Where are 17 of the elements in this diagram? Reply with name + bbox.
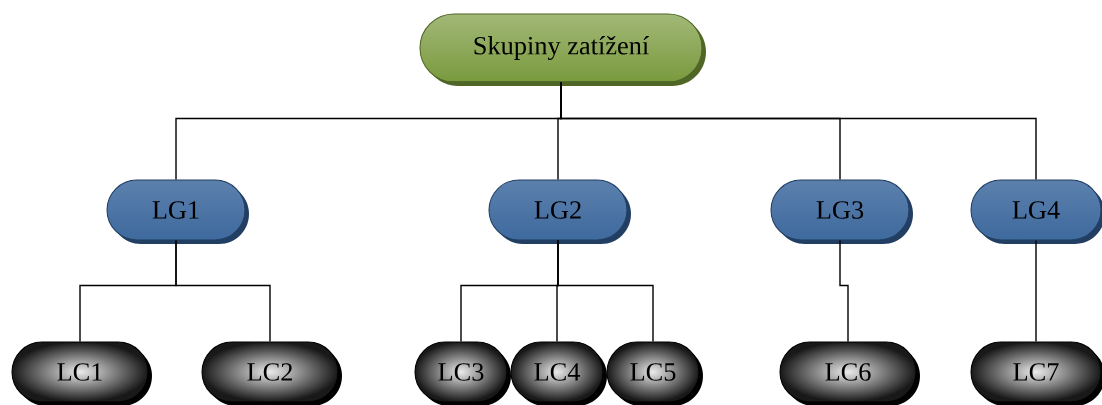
case-box: LC4: [510, 341, 607, 405]
connector-line: [1035, 239, 1037, 343]
case-box: LC1: [11, 341, 152, 405]
group-box: LG2: [488, 179, 631, 244]
connector-line: [839, 239, 849, 343]
case-box: LC5: [606, 341, 703, 405]
group-box: LG1: [106, 179, 249, 244]
connector-line: [557, 239, 654, 343]
connector-line: [560, 81, 1037, 181]
case-box: LC3: [414, 341, 511, 405]
case-box: LC7: [970, 341, 1102, 405]
group-box: LG4: [970, 179, 1102, 244]
group-box: LG3: [770, 179, 913, 244]
case-box: LC6: [779, 341, 920, 405]
case-box: LC2: [201, 341, 342, 405]
top-box: Skupiny zatížení: [419, 13, 706, 86]
connector-line: [175, 239, 271, 343]
